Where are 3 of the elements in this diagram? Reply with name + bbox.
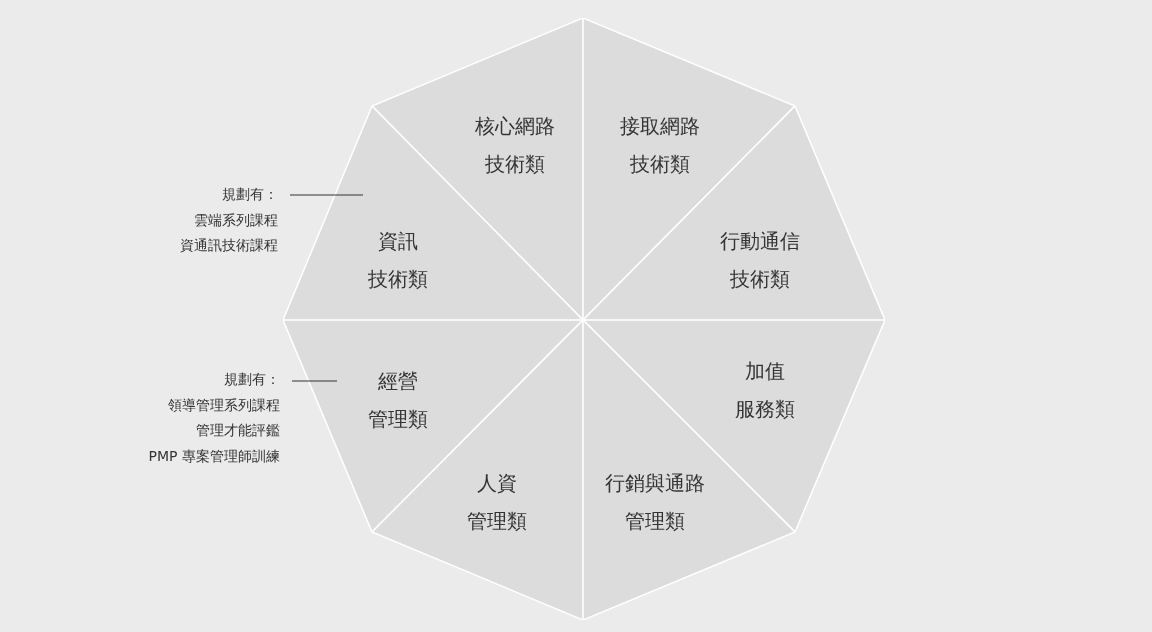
callout-note: 規劃有： 領導管理系列課程 管理才能評鑑 PMP 專案管理師訓練	[148, 367, 280, 469]
leader-line	[289, 194, 364, 196]
callout-note: 規劃有： 雲端系列課程 資通訊技術課程	[180, 182, 278, 259]
